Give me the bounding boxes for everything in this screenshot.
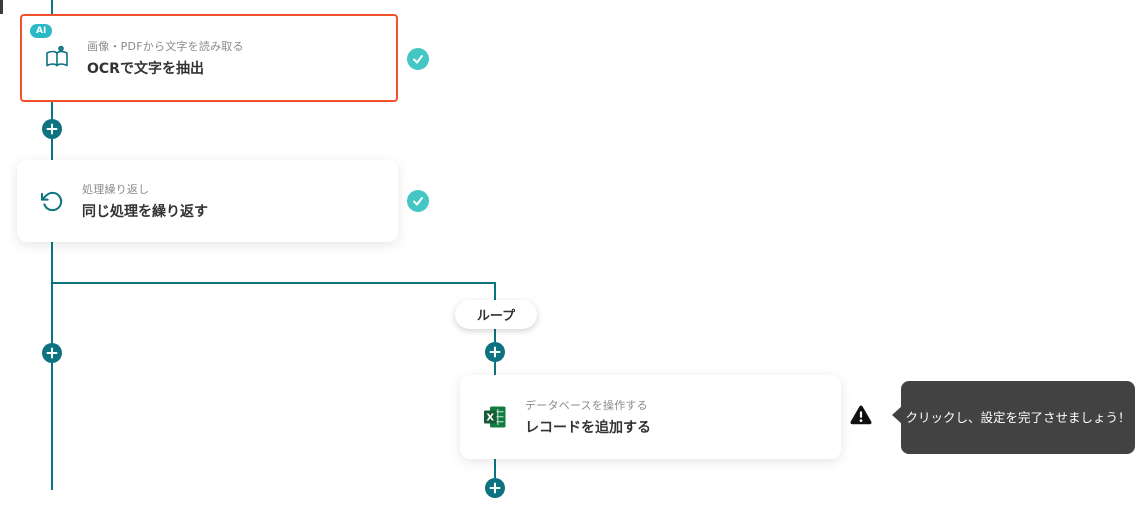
- add-step-button[interactable]: [485, 342, 505, 362]
- node-subtitle: 画像・PDFから文字を読み取る: [87, 40, 244, 53]
- connector-loop-branch-horizontal: [51, 282, 496, 284]
- node-text-block: 処理繰り返し 同じ処理を繰り返す: [82, 181, 208, 221]
- node-title: OCRで文字を抽出: [87, 61, 204, 77]
- node-title: レコードを追加する: [525, 420, 651, 436]
- add-step-button[interactable]: [42, 343, 62, 363]
- warning-icon: [849, 403, 873, 427]
- status-complete-check-icon: [407, 190, 429, 212]
- svg-text:X: X: [486, 413, 494, 424]
- node-card-loop[interactable]: 処理繰り返し 同じ処理を繰り返す: [17, 160, 398, 242]
- node-card-ocr[interactable]: AI 画像・PDFから文字を読み取る OCRで文字を抽出: [20, 14, 398, 102]
- excel-icon: X: [482, 404, 508, 430]
- tooltip-text: クリックし、設定を完了させましょう！: [905, 409, 1131, 425]
- cropped-ui-edge: [0, 0, 3, 14]
- connector-main-vertical: [51, 0, 53, 490]
- node-text-block: 画像・PDFから文字を読み取る OCRで文字を抽出: [87, 38, 244, 78]
- node-subtitle: データベースを操作する: [525, 399, 648, 412]
- loop-branch-label: ループ: [455, 300, 537, 329]
- setup-tooltip: クリックし、設定を完了させましょう！: [892, 381, 1135, 454]
- node-card-add-record[interactable]: X データベースを操作する レコードを追加する: [460, 375, 841, 459]
- node-text-block: データベースを操作する レコードを追加する: [525, 397, 651, 437]
- add-step-button[interactable]: [42, 119, 62, 139]
- loop-arrow-icon: [39, 188, 65, 214]
- node-title: 同じ処理を繰り返す: [82, 204, 208, 220]
- status-complete-check-icon: [407, 48, 429, 70]
- ai-badge: AI: [30, 24, 53, 39]
- node-subtitle: 処理繰り返し: [82, 183, 150, 196]
- add-step-button[interactable]: [485, 478, 505, 498]
- ocr-book-icon: [44, 45, 70, 71]
